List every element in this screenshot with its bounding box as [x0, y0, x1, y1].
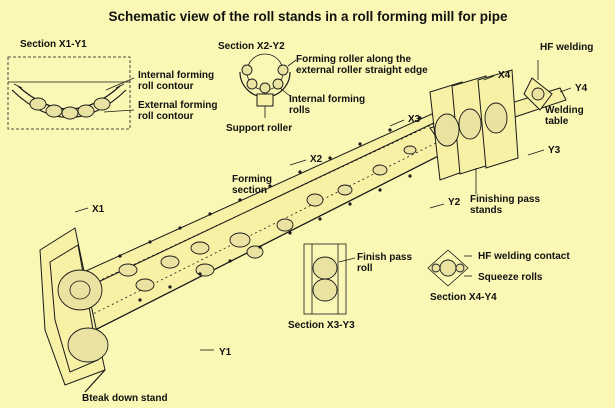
marker-x4: X4 [498, 70, 511, 81]
section-x1-y1-heading: Section X1-Y1 [20, 39, 87, 50]
section-x4-y4: HF welding contact Squeeze rolls Section… [427, 249, 570, 303]
marker-y3: Y3 [548, 145, 561, 156]
breakdown-stand-label: Bteak down stand [82, 393, 168, 404]
support-roller-label: Support roller [226, 123, 292, 134]
section-x3-y3-heading: Section X3-Y3 [288, 320, 355, 331]
section-x1-y1-frame [7, 56, 131, 130]
squeeze-rolls-label: Squeeze rolls [478, 272, 543, 283]
breakdown-stand [39, 227, 109, 393]
marker-x2: X2 [310, 154, 323, 165]
marker-y1: Y1 [219, 347, 232, 358]
marker-y2: Y2 [448, 197, 461, 208]
marker-x1: X1 [92, 204, 105, 215]
section-markers: X1 Y1 X2 Y2 X3 Y3 X4 Y4 [74, 70, 588, 358]
support-roller-shape [256, 93, 274, 107]
diagram-title: Schematic view of the roll stands in a r… [108, 9, 508, 24]
finishing-stands [429, 69, 519, 181]
hf-welding-label: HF welding [540, 42, 593, 53]
hf-welding-unit [523, 60, 553, 111]
mill-body [39, 60, 567, 393]
marker-y4: Y4 [575, 83, 588, 94]
hf-contact-label: HF welding contact [478, 251, 570, 262]
section-x4-y4-heading: Section X4-Y4 [430, 292, 497, 303]
section-x1-rolls [29, 97, 111, 120]
section-x3-frame [303, 243, 347, 315]
section-x2-y2-heading: Section X2-Y2 [218, 41, 285, 52]
marker-x3: X3 [408, 114, 421, 125]
